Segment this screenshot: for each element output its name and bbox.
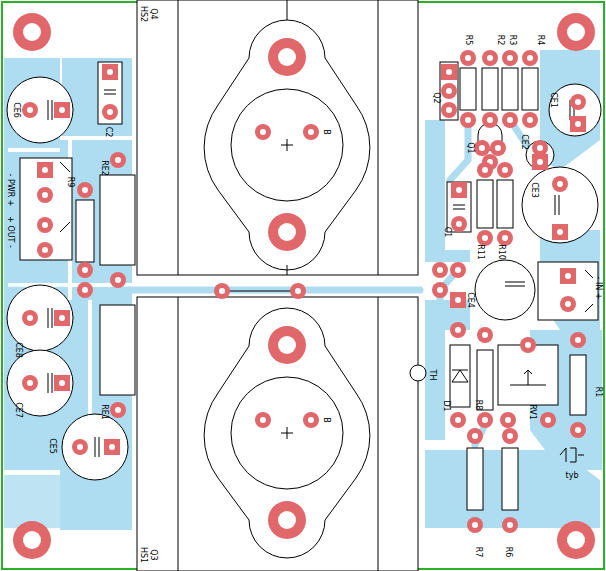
component-label: RE2 (100, 160, 108, 176)
component-label: - IN + (594, 276, 602, 299)
component-label: B (322, 129, 330, 135)
component-label: CE5 (48, 438, 56, 454)
component-label: CE4 (466, 292, 474, 308)
component-label: R2 (496, 35, 504, 46)
component-label: R9 (66, 177, 74, 188)
component-label: CE8 (14, 342, 22, 358)
component-label: C1 (443, 227, 451, 238)
component-label: CE7 (14, 402, 22, 418)
component-label: Q2 (432, 92, 440, 103)
component-label: HS1 (139, 547, 147, 563)
component-label: RV1 (528, 404, 536, 420)
component-label: HS2 (139, 6, 147, 22)
component-label: R7 (474, 547, 482, 558)
component-label: R3 (508, 35, 516, 46)
component-label: B (322, 417, 330, 423)
component-label: Q1 (466, 142, 474, 153)
component-label: TH (428, 370, 436, 381)
component-label: CE2 (520, 134, 528, 150)
component-label: R8 (474, 400, 482, 411)
component-label: D1 (442, 400, 450, 411)
component-label: CE6 (12, 102, 20, 118)
component-label: R11 (476, 244, 484, 260)
component-label: Q4 (149, 8, 157, 19)
component-label: - PWR + (6, 174, 14, 207)
component-label: R10 (497, 244, 505, 260)
component-label: CE1 (549, 92, 557, 108)
component-label: Q3 (149, 549, 157, 560)
component-label: RE1 (100, 404, 108, 420)
component-label: C2 (104, 127, 112, 138)
component-label: tyb (566, 472, 579, 480)
component-label: R5 (464, 35, 472, 46)
component-label: R4 (536, 35, 544, 46)
component-label: R1 (594, 387, 602, 398)
component-label: CE3 (530, 182, 538, 198)
component-label: R6 (504, 547, 512, 558)
component-label: + OUT - (6, 216, 14, 248)
